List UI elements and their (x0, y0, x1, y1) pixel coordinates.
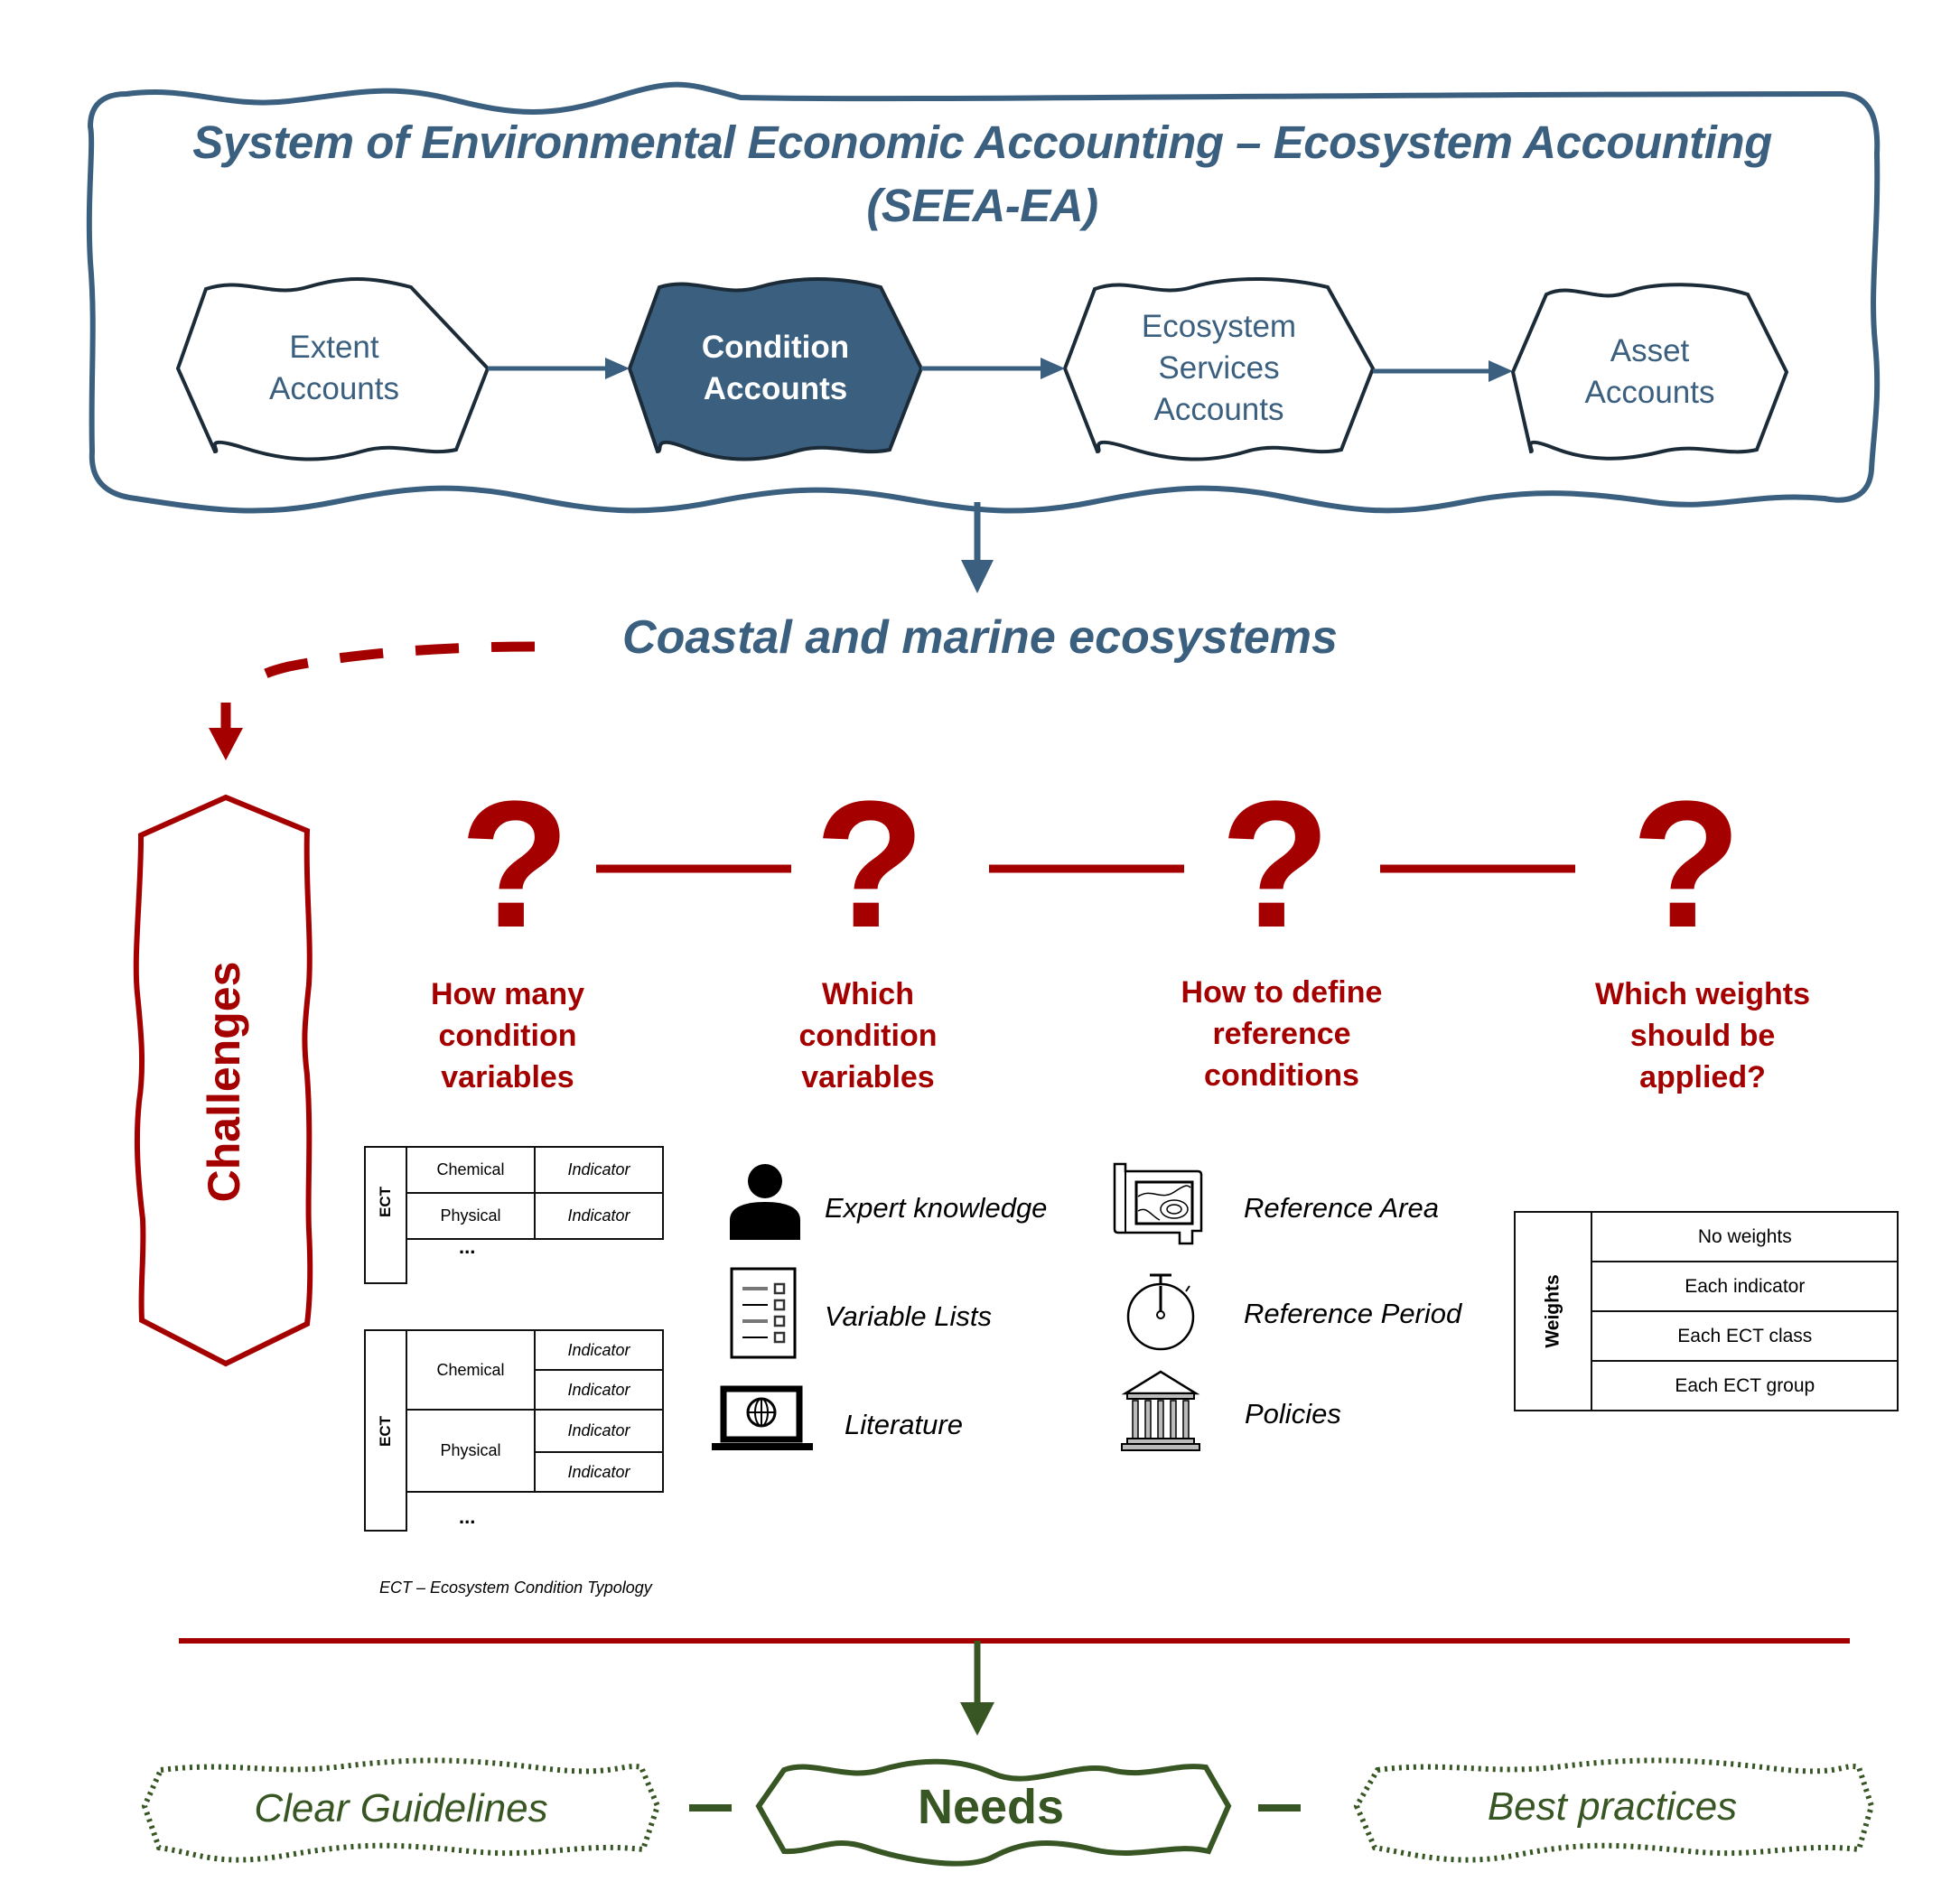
needs-label: Needs (917, 1780, 1065, 1834)
best-practices-shape (1353, 1757, 1875, 1863)
laptop-globe-icon (712, 1385, 813, 1450)
ect-class-cell: Chemical (406, 1145, 536, 1195)
person-icon (730, 1164, 800, 1240)
title-line-1: System of Environmental Economic Account… (192, 116, 1772, 168)
government-building-icon (1121, 1370, 1200, 1451)
weights-table: Weights No weights Each indicator Each E… (1513, 1211, 1899, 1411)
q4-line2: should be (1629, 1019, 1776, 1053)
q2-line1: Which (822, 977, 914, 1011)
ect-class-cell: Chemical (406, 1329, 536, 1411)
hexagon-extent[interactable] (175, 277, 490, 461)
extent-line1: Extent (289, 330, 379, 365)
challenges-shape (133, 794, 313, 1367)
ect-class-cell: Physical (406, 1409, 536, 1493)
variable-lists-label: Variable Lists (825, 1300, 992, 1332)
q4-line3: applied? (1639, 1060, 1766, 1094)
expert-knowledge-label: Expert knowledge (825, 1192, 1048, 1224)
policies-label: Policies (1245, 1398, 1341, 1430)
q1-line1: How many (430, 977, 585, 1011)
q3-line3: conditions (1204, 1058, 1359, 1093)
asset-line2: Accounts (1584, 375, 1715, 410)
weights-side-cell: Weights (1513, 1211, 1593, 1411)
title-line-2: (SEEA-EA) (866, 180, 1098, 231)
checklist-icon (730, 1267, 797, 1359)
dashed-arrow-to-challenges (209, 641, 536, 760)
weight-option: Each indicator (1591, 1261, 1899, 1312)
condition-line1: Condition (701, 330, 850, 365)
q4-line1: Which weights (1595, 977, 1810, 1011)
stopwatch-icon (1126, 1273, 1195, 1351)
ect-footnote: ECT – Ecosystem Condition Typology (379, 1579, 652, 1597)
needs-shape[interactable] (755, 1758, 1232, 1867)
question-reference-conditions: How to define reference conditions (1181, 972, 1383, 1096)
q3-line2: reference (1212, 1017, 1351, 1051)
seea-ea-frame (86, 81, 1881, 514)
arrow-extent-to-condition (488, 358, 630, 379)
asset-line1: Asset (1610, 333, 1690, 368)
condition-line2: Accounts (703, 371, 848, 406)
ect-table-grouped: ECT Chemical Indicator Indicator Physica… (364, 1329, 664, 1532)
literature-label: Literature (845, 1409, 963, 1440)
q1-line3: variables (441, 1060, 574, 1094)
weights-side-label: Weights (1542, 1274, 1563, 1348)
arrow-condition-to-services (921, 358, 1065, 379)
coastal-marine-heading: Coastal and marine ecosystems (622, 611, 1338, 664)
q1-line2: condition (438, 1019, 577, 1053)
arrow-down-to-needs (960, 1641, 994, 1736)
reference-period-label: Reference Period (1244, 1298, 1462, 1329)
weight-option: No weights (1591, 1211, 1899, 1262)
ect-indicator-cell: Indicator (534, 1192, 664, 1241)
clear-guidelines-shape (141, 1757, 661, 1863)
q2-line3: variables (801, 1060, 935, 1094)
ect-table1-ellipsis: ... (459, 1235, 476, 1258)
question-how-many-variables: How many condition variables (431, 973, 584, 1098)
clear-guidelines-label: Clear Guidelines (254, 1786, 548, 1830)
ect-indicator-cell: Indicator (534, 1145, 664, 1195)
services-line1: Ecosystem (1141, 309, 1297, 344)
best-practices-label: Best practices (1487, 1784, 1738, 1829)
question-mark-icon: ? (1219, 764, 1331, 965)
challenges-label: Challenges (199, 961, 249, 1203)
q3-line1: How to define (1181, 975, 1383, 1010)
arrow-down-to-coastal (961, 502, 994, 593)
hexagon-ecosystem-services[interactable] (1062, 277, 1376, 461)
question-mark-icon: ? (1630, 764, 1742, 965)
hexagon-condition[interactable] (627, 277, 924, 461)
q2-line2: condition (798, 1019, 938, 1053)
ect-indicator-cell: Indicator (534, 1369, 664, 1411)
arrow-services-to-asset (1373, 360, 1513, 382)
ect-table-simple: ECT Chemical Indicator Physical Indicato… (364, 1145, 664, 1284)
ect-side-cell: ECT (364, 1329, 407, 1532)
ect-indicator-cell: Indicator (534, 1329, 664, 1371)
question-mark-icon: ? (459, 764, 571, 965)
question-which-variables: Which condition variables (799, 973, 938, 1098)
ect-table2-ellipsis: ... (459, 1505, 476, 1528)
services-line3: Accounts (1153, 392, 1284, 427)
ect-indicator-cell: Indicator (534, 1409, 664, 1453)
services-line2: Services (1158, 350, 1280, 386)
ect-indicator-cell: Indicator (534, 1451, 664, 1493)
hexagon-asset[interactable] (1510, 283, 1789, 461)
question-mark-icon: ? (814, 764, 926, 965)
weight-option: Each ECT class (1591, 1310, 1899, 1362)
ect-class-cell: Physical (406, 1192, 536, 1241)
map-icon (1113, 1162, 1203, 1245)
ect-side-cell: ECT (364, 1146, 407, 1284)
reference-area-label: Reference Area (1244, 1192, 1439, 1224)
ect-side-label: ECT (377, 1415, 394, 1447)
weight-option: Each ECT group (1591, 1360, 1899, 1411)
ect-side-label: ECT (377, 1187, 394, 1217)
extent-line2: Accounts (269, 371, 399, 406)
question-which-weights: Which weights should be applied? (1595, 973, 1810, 1098)
